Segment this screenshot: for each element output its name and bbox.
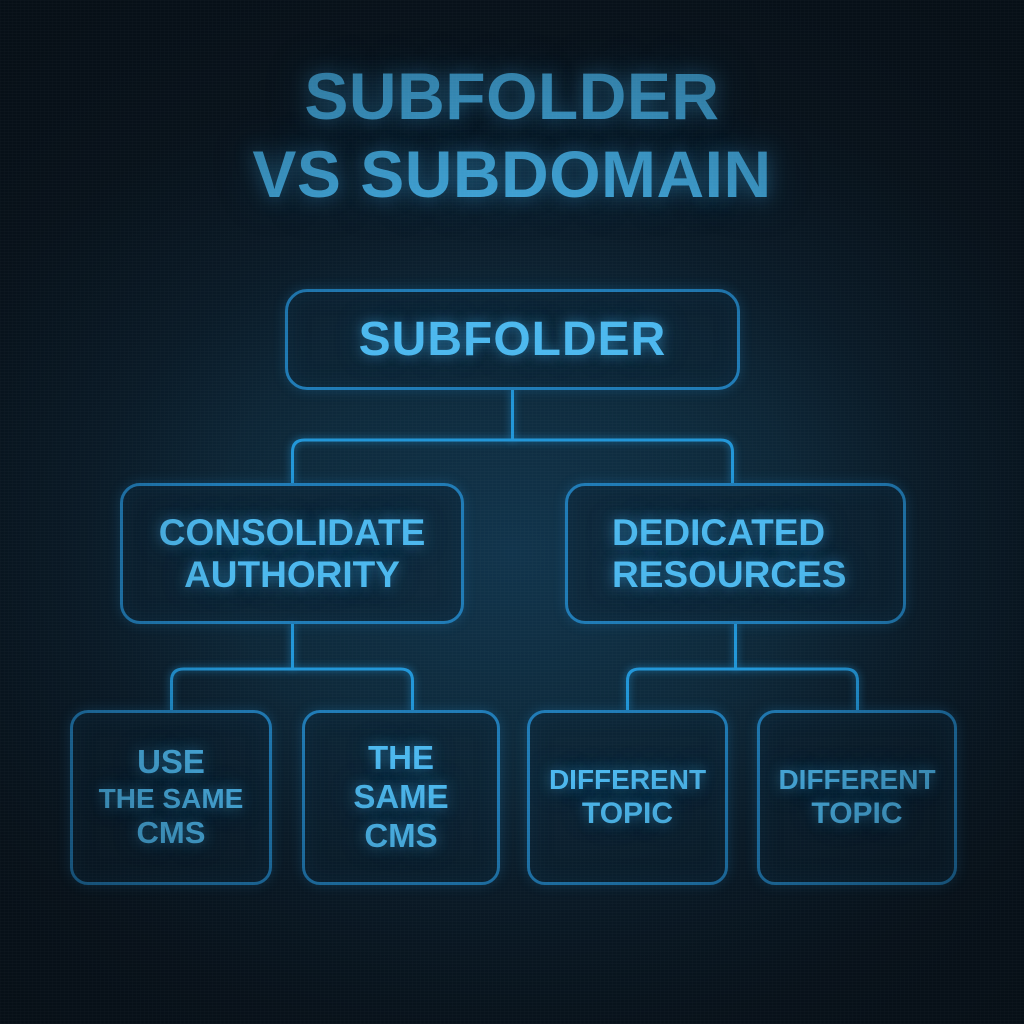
node-root-label-line-1: SUBFOLDER [358,312,667,366]
node-leaf-2-label: DIFFERENT TOPIC [549,762,706,833]
node-branch-0-label-line-1: CONSOLIDATE [158,512,426,554]
node-leaf-use-the-same-cms[interactable]: USE THE SAME CMS [70,710,272,885]
node-leaf-0-label-line-3: CMS [136,815,206,851]
node-leaf-0-label: USE THE SAME CMS [99,742,244,853]
node-branch-0-label: CONSOLIDATE AUTHORITY [159,512,426,595]
node-root[interactable]: SUBFOLDER [285,289,740,390]
node-branch-0-label-line-2: AUTHORITY [184,553,400,595]
node-leaf-2-label-line-1: DIFFERENT [548,764,707,796]
node-leaf-3-label-line-2: TOPIC [811,797,903,831]
node-root-label: SUBFOLDER [359,313,667,367]
connector-root-to-branches [291,438,734,485]
node-leaf-3-label: DIFFERENT TOPIC [778,762,935,833]
node-branch-dedicated-resources[interactable]: DEDICATED RESOURCES [565,483,906,624]
node-leaf-0-label-line-2: THE SAME [98,782,244,814]
node-leaf-different-topic-1[interactable]: DIFFERENT TOPIC [527,710,728,885]
title-line-1: SUBFOLDER [304,59,720,133]
title-line-2: VS SUBDOMAIN [252,136,772,211]
node-leaf-3-label-line-1: DIFFERENT [778,764,936,796]
node-leaf-2-label-line-2: TOPIC [581,797,674,831]
node-branch-1-label: DEDICATED RESOURCES [612,512,846,595]
node-leaf-different-topic-2[interactable]: DIFFERENT TOPIC [757,710,957,885]
node-leaf-1-label-line-1: THE [368,739,434,777]
connector-branch-1-to-leaves [626,667,859,712]
connector-branch-0-to-leaves [170,667,414,712]
node-leaf-1-label-line-3: CMS [364,816,438,854]
page-title: SUBFOLDER VS SUBDOMAIN [0,58,1024,214]
node-branch-1-label-line-1: DEDICATED [612,512,826,554]
node-leaf-1-label: THE SAME CMS [353,738,448,857]
node-branch-consolidate-authority[interactable]: CONSOLIDATE AUTHORITY [120,483,464,624]
node-branch-1-label-line-2: RESOURCES [612,553,847,595]
node-leaf-1-label-line-2: SAME [353,778,449,816]
node-leaf-the-same-cms[interactable]: THE SAME CMS [302,710,500,885]
node-leaf-0-label-line-1: USE [137,742,205,780]
